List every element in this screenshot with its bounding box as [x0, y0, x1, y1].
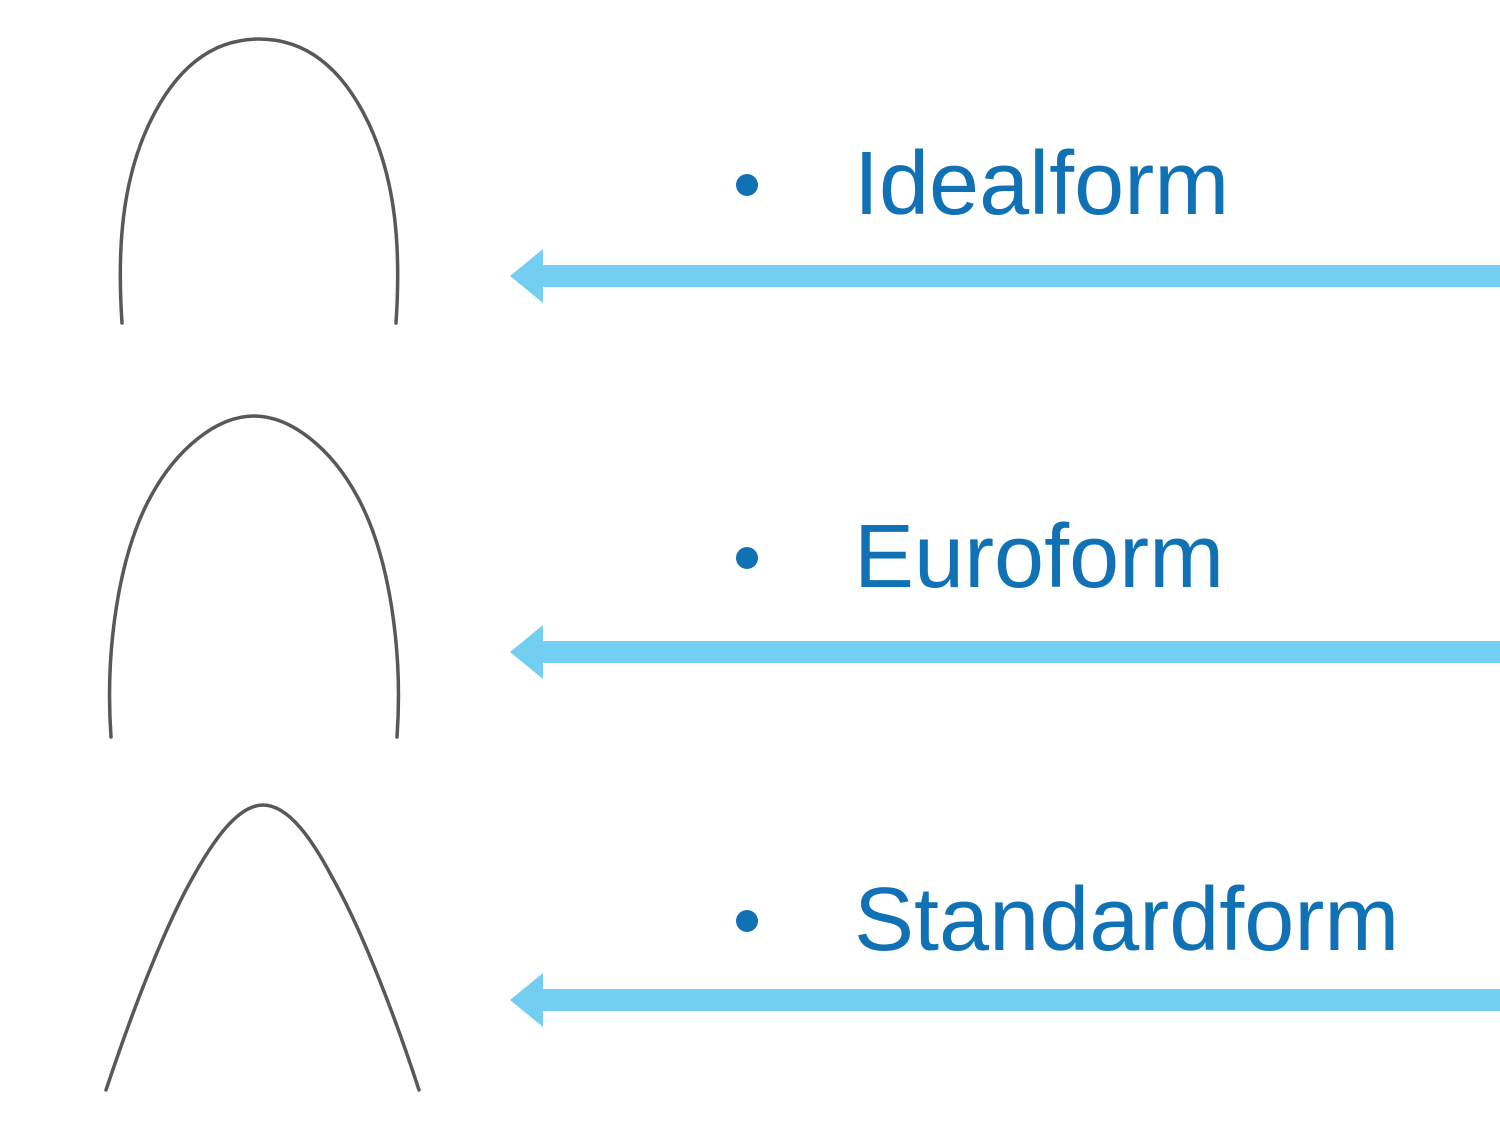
archwire-idealform-path — [118, 37, 400, 325]
left-arrow-icon — [510, 625, 1500, 679]
left-arrow-euroform — [510, 624, 1500, 680]
list-item-standardform: Standardform — [736, 869, 1399, 973]
bullet-icon — [736, 909, 758, 932]
left-arrow-idealform — [510, 248, 1500, 304]
bullet-icon — [736, 173, 758, 196]
label-euroform: Euroform — [854, 507, 1225, 607]
label-idealform: Idealform — [854, 134, 1230, 234]
archwire-euroform-image — [104, 404, 404, 740]
archwire-idealform-image — [113, 30, 405, 326]
left-arrow-standardform — [510, 972, 1500, 1028]
left-arrow-shape — [510, 625, 1500, 679]
bullet-icon — [736, 546, 758, 569]
left-arrow-shape — [510, 249, 1500, 303]
list-item-euroform: Euroform — [736, 506, 1224, 610]
label-standardform: Standardform — [854, 870, 1400, 970]
left-arrow-shape — [510, 973, 1500, 1027]
list-item-idealform: Idealform — [736, 133, 1229, 237]
archwire-euroform-path — [107, 414, 401, 739]
archwire-standardform-path — [104, 803, 421, 1092]
archwire-standardform-curve — [104, 803, 421, 1092]
archwire-idealform-curve — [118, 37, 400, 325]
left-arrow-icon — [510, 973, 1500, 1027]
archwire-euroform-curve — [107, 414, 401, 739]
left-arrow-icon — [510, 249, 1500, 303]
archwire-standardform-image — [100, 793, 425, 1095]
